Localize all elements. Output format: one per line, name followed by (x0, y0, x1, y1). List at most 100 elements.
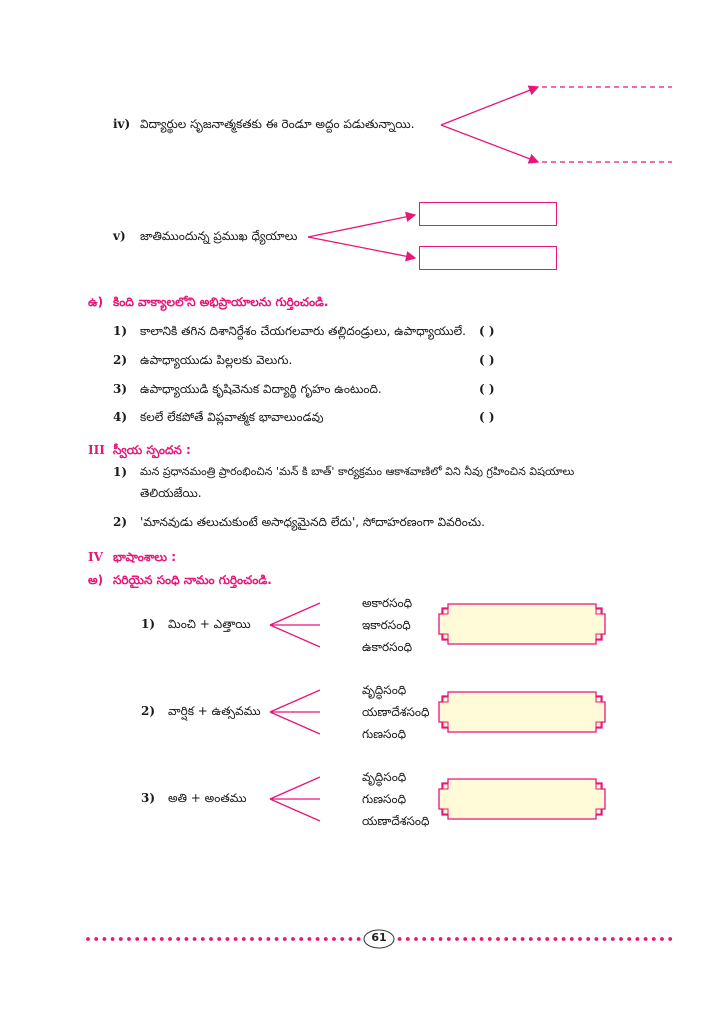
footer-dot (471, 937, 476, 941)
item-number: 1) (141, 617, 156, 631)
item-text: కాలానికి తగిన దిశానిర్దేశం చేయగలవారు తల్… (140, 324, 466, 338)
sandhi-option: ఇకారసంధి (362, 618, 411, 632)
footer-dot (135, 937, 140, 941)
footer-dot (250, 937, 254, 941)
sandhi-option: వృద్ధిసంధి (362, 683, 407, 697)
footer-dot (635, 937, 640, 941)
footer-dot (455, 937, 459, 941)
footer-dot (463, 937, 468, 941)
footer-dot (233, 937, 238, 941)
sandhi-option: అకారసంధి (362, 596, 413, 610)
footer-dot (569, 937, 574, 941)
footer-dot (127, 937, 131, 941)
footer-dot (602, 937, 607, 941)
footer-dot (258, 937, 263, 941)
arrow-v-top (307, 211, 417, 238)
item-text: ఉపాధ్యాయుడి కృషివెనుక విద్యార్థి గృహం ఉం… (140, 382, 382, 396)
footer-dot (209, 937, 213, 941)
footer-dot (405, 937, 410, 941)
sandhi-option: వృద్ధిసంధి (362, 770, 407, 784)
footer-dot (315, 937, 320, 941)
arrow-iv-bottom (440, 124, 540, 164)
footer-dot (192, 937, 197, 941)
footer-dot (479, 937, 484, 941)
footer-dot (619, 937, 623, 941)
footer-dot (520, 937, 525, 941)
footer-dot (151, 937, 156, 941)
footer-dot (446, 937, 451, 941)
fan-lines-2 (269, 689, 321, 735)
footer-dot (553, 937, 558, 941)
answer-box-v-1[interactable] (419, 202, 557, 226)
section-heading-iii: స్వీయ స్పందన : (113, 443, 191, 457)
footer-dot (241, 937, 246, 941)
fan-lines-1 (269, 602, 321, 648)
footer-dot (660, 937, 664, 941)
sandhi-word: మించి + ఎత్తాయి (168, 617, 251, 631)
question-number-iv: iv) (113, 117, 131, 131)
footer-dot (561, 937, 566, 941)
footer-dot (86, 937, 90, 941)
answer-parentheses[interactable]: ( ) (479, 353, 495, 367)
footer-dot (496, 937, 500, 941)
answer-parentheses[interactable]: ( ) (479, 382, 495, 396)
question-number-v: v) (113, 229, 126, 243)
footer-dot (159, 937, 164, 941)
item-text-line2: తెలియజేయి. (140, 486, 202, 500)
footer-dot (291, 937, 295, 941)
arrow-iv-top (440, 85, 540, 126)
item-number: 1) (113, 324, 128, 338)
item-text: కలలే లేకపోతే విప్లవాత్మక భావాలుండవు (140, 410, 324, 424)
footer-dot (537, 937, 541, 941)
sandhi-option: ఉకారసంధి (362, 640, 413, 654)
footer-dot (118, 937, 123, 941)
footer-dot (168, 937, 172, 941)
footer-dot (414, 937, 418, 941)
question-text-v: జాతిముందున్న ప్రముఖ ధ్యేయాలు (140, 229, 298, 243)
sandhi-option: యణాదేశసంధి (362, 705, 430, 719)
section-heading-iv: భాషాంశాలు : (113, 550, 177, 564)
footer-dot (397, 937, 402, 941)
answer-box-v-2[interactable] (419, 246, 557, 270)
answer-parentheses[interactable]: ( ) (479, 324, 495, 338)
answer-frame-2[interactable] (438, 691, 606, 733)
item-number: 3) (113, 382, 128, 396)
footer-dot (545, 937, 550, 941)
footer-dot (643, 937, 648, 941)
footer-dot (102, 937, 107, 941)
footer-dot (332, 937, 336, 941)
section-marker-iii: III (88, 443, 105, 457)
footer-dot (110, 937, 115, 941)
item-number: 2) (141, 704, 156, 718)
sandhi-option: గుణసంధి (362, 727, 407, 741)
answer-parentheses[interactable]: ( ) (479, 410, 495, 424)
footer-dot (282, 937, 287, 941)
sub-section-heading: సరియైన సంధి నామం గుర్తించండి. (113, 573, 272, 587)
footer-dot (586, 937, 591, 941)
footer-dot (266, 937, 271, 941)
arrow-v-bottom (307, 236, 417, 262)
answer-frame-3[interactable] (438, 778, 606, 820)
footer-dot (307, 937, 312, 941)
footer-dot (528, 937, 533, 941)
sandhi-option: గుణసంధి (362, 792, 407, 806)
item-number: 3) (141, 791, 156, 805)
footer-dot (184, 937, 189, 941)
item-text-line1: 'మానవుడు తలుచుకుంటే అసాధ్యమైనది లేదు', స… (140, 515, 485, 529)
sandhi-word: అతి + అంతము (168, 791, 247, 805)
footer-dot (176, 937, 181, 941)
footer-dot (512, 937, 517, 941)
fan-lines-3 (269, 776, 321, 822)
section-heading-u: కింది వాక్యాలలోని అభిప్రాయాలను గుర్తించం… (113, 295, 329, 309)
footer-dot (299, 937, 304, 941)
sandhi-word: వార్షిక + ఉత్సవము (168, 704, 261, 718)
footer-dot (422, 937, 427, 941)
footer-dot (430, 937, 435, 941)
item-number: 1) (113, 465, 128, 479)
footer-dot (610, 937, 615, 941)
footer-dot (668, 937, 673, 941)
item-number: 2) (113, 515, 128, 529)
answer-frame-1[interactable] (438, 603, 606, 645)
footer-dot (143, 937, 148, 941)
sandhi-option: యణాదేశసంధి (362, 814, 430, 828)
